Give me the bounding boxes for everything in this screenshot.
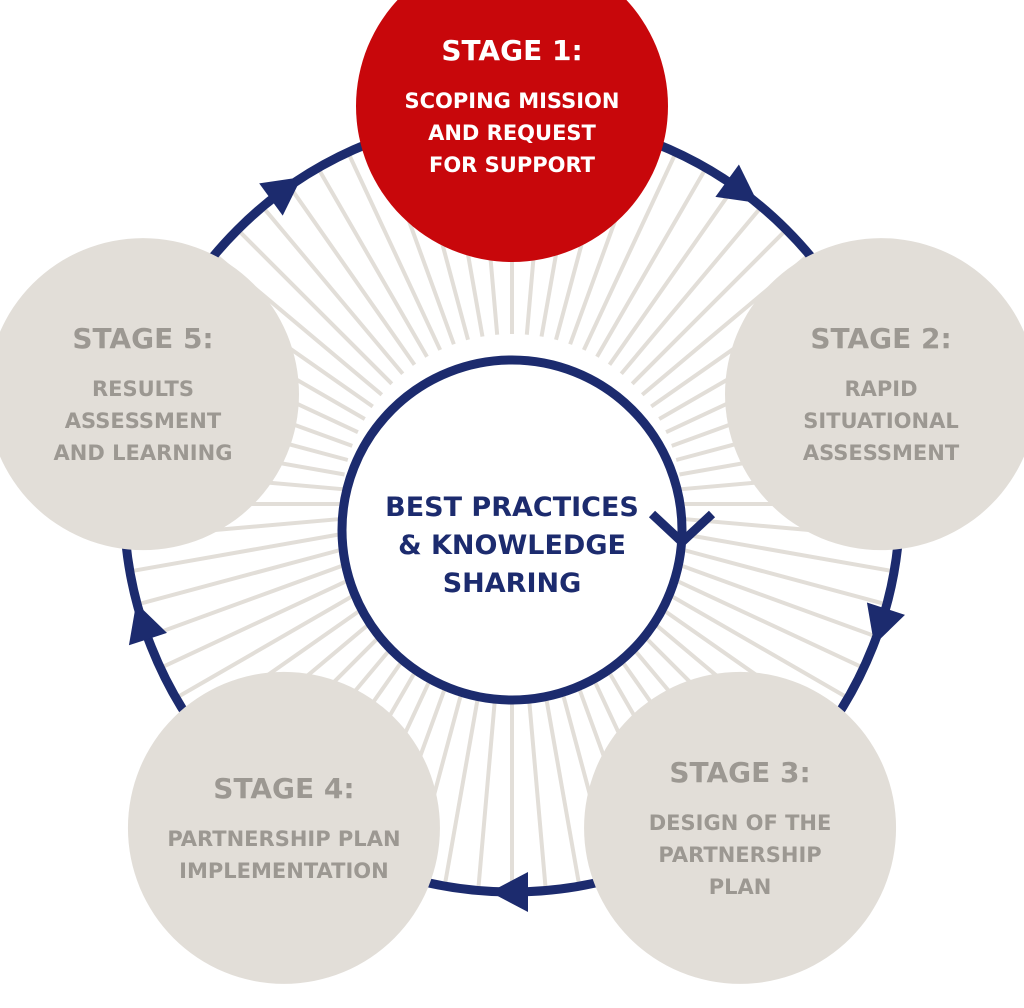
ring-arrows-group	[128, 164, 905, 912]
spoke-line	[443, 671, 485, 883]
center-hub: BEST PRACTICES & KNOWLEDGE SHARING	[337, 355, 716, 705]
stage-title: STAGE 5:	[72, 322, 213, 355]
spoke-line	[607, 188, 734, 366]
center-circle	[337, 355, 687, 705]
spoke-line	[290, 188, 417, 366]
cycle-arrow-icon	[866, 602, 905, 645]
spoke-line	[658, 587, 846, 698]
stage-nodes-group: STAGE 1: SCOPING MISSION AND REQUEST FOR SU…	[0, 0, 1024, 984]
stage-description-line: RAPID	[844, 377, 917, 401]
stage-1-node: STAGE 1: SCOPING MISSION AND REQUEST FOR SU…	[356, 0, 668, 262]
center-text-line: SHARING	[443, 568, 582, 599]
spoke-line	[239, 231, 394, 386]
center-arrow-icon	[648, 510, 716, 549]
stage-title: STAGE 1:	[441, 34, 582, 67]
stage-description-line: PLAN	[709, 875, 772, 899]
stage-description-line: ASSESSMENT	[65, 409, 222, 433]
stage-description-line: SITUATIONAL	[803, 409, 959, 433]
spoke-line	[582, 155, 677, 351]
cycle-arrow-icon	[715, 164, 758, 204]
stage-description-line: ASSESSMENT	[803, 441, 960, 465]
stage-title: STAGE 4:	[213, 772, 354, 805]
stage-circle	[584, 671, 897, 984]
spoke-line	[133, 531, 345, 573]
spoke-line	[163, 574, 359, 669]
center-text-line: & KNOWLEDGE	[398, 530, 626, 561]
stage-description-line: PARTNERSHIP PLAN	[167, 827, 400, 851]
stage-description-line: SCOPING MISSION	[405, 89, 620, 113]
spoke-line	[595, 170, 706, 358]
stage-description-line: DESIGN OF THE	[649, 811, 832, 835]
stage-2-node: STAGE 2: RAPID SITUATIONAL ASSESSMENT	[725, 238, 1024, 551]
spoke-line	[619, 208, 761, 376]
stage-3-node: STAGE 3: DESIGN OF THE PARTNERSHIP PLAN	[584, 671, 897, 984]
stage-4-node: STAGE 4: PARTNERSHIP PLAN IMPLEMENTATION	[127, 671, 440, 984]
stage-description-line: AND LEARNING	[54, 441, 233, 465]
spoke-line	[671, 560, 874, 638]
spoke-line	[675, 546, 884, 606]
spoke-line	[524, 673, 548, 887]
spoke-line	[263, 208, 405, 376]
spoke-line	[630, 231, 785, 386]
stage-circle	[725, 238, 1024, 551]
spoke-line	[347, 155, 442, 351]
spoke-line	[150, 560, 353, 638]
stage-title: STAGE 3:	[669, 756, 810, 789]
stage-description-line: PARTNERSHIP	[658, 843, 821, 867]
spoke-line	[665, 574, 861, 669]
cycle-arrow-icon	[259, 177, 302, 216]
stage-description-line: FOR SUPPORT	[429, 153, 596, 177]
stage-circle	[356, 0, 668, 262]
cycle-arrow-icon	[128, 602, 167, 646]
stage-5-node: STAGE 5: RESULTS ASSESSMENT AND LEARNING	[0, 238, 299, 551]
stage-circle	[127, 671, 440, 984]
spoke-line	[318, 170, 429, 358]
stage-description-line: AND REQUEST	[428, 121, 596, 145]
center-text-line: BEST PRACTICES	[385, 492, 639, 523]
stage-description-line: RESULTS	[92, 377, 194, 401]
spoke-line	[140, 546, 349, 606]
spoke-line	[476, 673, 500, 887]
spoke-line	[178, 587, 366, 698]
stage-description-line: IMPLEMENTATION	[179, 859, 389, 883]
spoke-line	[539, 671, 581, 883]
cycle-arrow-icon	[490, 872, 528, 912]
stage-title: STAGE 2:	[810, 322, 951, 355]
spoke-line	[679, 531, 891, 573]
stage-circle	[0, 238, 299, 551]
